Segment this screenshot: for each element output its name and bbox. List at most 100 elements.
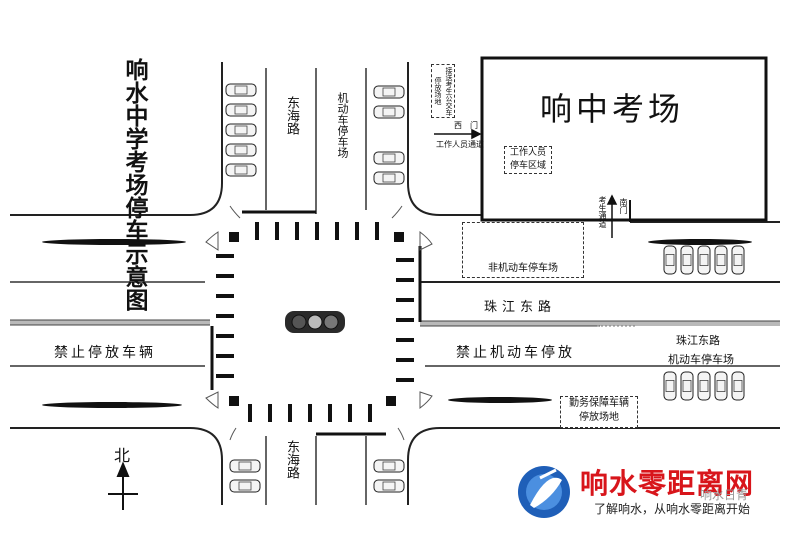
map-title: 响水中学考场停车示意图	[121, 58, 147, 311]
signal-post	[229, 396, 239, 406]
crosswalk-stripe	[216, 274, 234, 278]
no-parking-west-label: 禁止停放车辆	[54, 345, 156, 361]
corner-island	[419, 230, 433, 251]
bike-parking-label: 非机动车停车场	[488, 263, 558, 274]
crosswalk-stripe	[275, 222, 279, 240]
staff-parking-label-1: 工作人员	[509, 148, 546, 158]
crosswalk-stripe	[216, 294, 234, 298]
service-parking-box: 勤务保障车辆 停放场地	[560, 396, 638, 428]
south-gate-label: 南门	[619, 198, 628, 214]
crosswalk-stripe	[216, 254, 234, 258]
median-east	[420, 321, 780, 326]
west-gate-sub-label: 工作人员通道	[436, 140, 484, 149]
zhujiang-parking-label-1: 珠江东路	[676, 334, 720, 347]
crosswalk-stripe	[396, 258, 414, 262]
zhujiang-road-label: 珠江东路	[484, 300, 557, 315]
crosswalk-stripe	[396, 338, 414, 342]
corner-island	[229, 427, 237, 441]
bike-parking-box: 非机动车停车场	[462, 222, 584, 278]
corner-island	[205, 231, 219, 251]
south-gate-sub-label: 考生通道	[598, 196, 607, 228]
car-icon	[225, 103, 257, 117]
west-gate-arrowhead	[471, 128, 482, 140]
staff-parking-label-2: 停车区域	[509, 161, 546, 171]
exam-bus-parking-box: 接送考生公交车停放场地	[431, 64, 455, 118]
staff-parking-box: 工作人员 停车区域	[504, 146, 552, 174]
car-icon	[731, 245, 745, 275]
zhujiang-parking-label-2: 机动车停车场	[668, 353, 734, 366]
donghai-road-label-south: 东海路	[284, 440, 299, 479]
crosswalk-stripe	[335, 222, 339, 240]
brand-name: 响水零距离网	[580, 467, 755, 500]
crosswalk-stripe	[255, 222, 259, 240]
no-motor-parking-east-label: 禁止机动车停放	[456, 345, 575, 361]
exam-bus-parking-label: 接送考生公交车停放场地	[434, 66, 453, 116]
car-icon	[697, 245, 711, 275]
lane-strip	[448, 397, 552, 403]
car-icon	[714, 245, 728, 275]
crosswalk-stripe	[396, 318, 414, 322]
car-icon	[225, 83, 257, 97]
crosswalk-stripe	[396, 298, 414, 302]
crosswalk-stripe	[396, 378, 414, 382]
signal-post	[229, 232, 239, 242]
lane-strip	[42, 239, 186, 245]
lane-strip	[42, 402, 182, 408]
wechat-label: 响水日青	[700, 488, 749, 502]
car-icon	[373, 105, 405, 119]
west-gate-label: 西 门	[454, 121, 478, 130]
road-edge-sw	[10, 427, 223, 505]
brand-slogan: 了解响水，从响水零距离开始	[594, 502, 751, 516]
car-icon	[225, 143, 257, 157]
car-icon	[731, 371, 745, 401]
car-icon	[663, 245, 677, 275]
car-icon	[373, 459, 405, 473]
crosswalk-stripe	[315, 222, 319, 240]
car-icon	[373, 151, 405, 165]
crosswalk-stripe	[216, 314, 234, 318]
median-west	[10, 320, 210, 325]
corner-island	[397, 427, 405, 441]
school-building	[480, 56, 768, 222]
car-icon	[225, 163, 257, 177]
crosswalk-stripe	[368, 404, 372, 422]
corner-island	[229, 205, 241, 219]
crosswalk-stripe	[248, 404, 252, 422]
corner-island	[419, 391, 433, 410]
traffic-light-icon	[285, 311, 345, 333]
car-icon	[680, 245, 694, 275]
car-icon	[373, 479, 405, 493]
lane-strip	[648, 239, 752, 245]
crosswalk-stripe	[216, 334, 234, 338]
road-edge-ne	[407, 62, 482, 216]
north-arrow-icon	[108, 461, 138, 510]
crosswalk-stripe	[396, 278, 414, 282]
service-parking-label-1: 勤务保障车辆	[569, 398, 629, 409]
motor-parking-north-label: 机动车停车场	[336, 92, 349, 158]
crosswalk-stripe	[355, 222, 359, 240]
crosswalk-stripe	[328, 404, 332, 422]
crosswalk-stripe	[288, 404, 292, 422]
car-icon	[373, 85, 405, 99]
car-icons	[225, 83, 745, 493]
north-label: 北	[114, 446, 131, 465]
south-gate-arrowhead	[606, 194, 618, 205]
corner-island	[391, 205, 403, 219]
crosswalk-stripe	[348, 404, 352, 422]
car-icon	[697, 371, 711, 401]
car-icon	[229, 459, 261, 473]
crosswalk-stripe	[216, 374, 234, 378]
crosswalk-stripe	[396, 358, 414, 362]
crosswalk-stripe	[216, 354, 234, 358]
car-icon	[225, 123, 257, 137]
car-icon	[663, 371, 677, 401]
donghai-road-label-north: 东海路	[284, 96, 299, 135]
crosswalk-stripe	[308, 404, 312, 422]
corner-island	[205, 391, 219, 409]
brand-logo-icon	[518, 466, 570, 518]
signal-post	[386, 396, 396, 406]
signal-post	[394, 232, 404, 242]
car-icon	[373, 171, 405, 185]
crosswalk-stripe	[295, 222, 299, 240]
